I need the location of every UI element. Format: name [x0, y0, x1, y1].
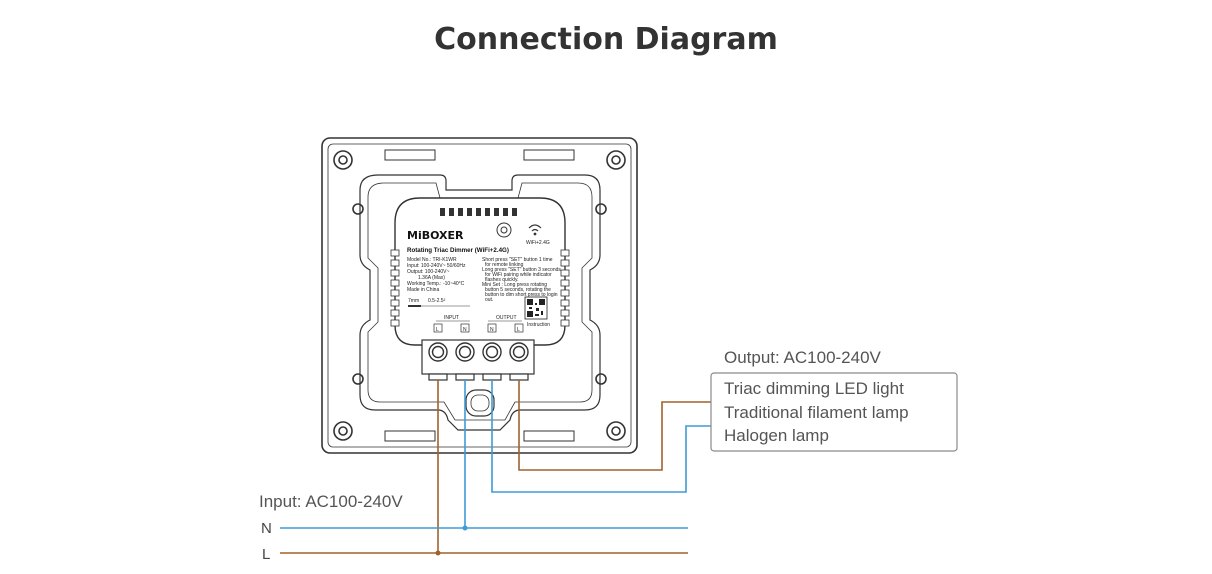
spec-line: Model No.: TRI-K1WR [407, 257, 457, 263]
n-line-label: N [261, 520, 272, 537]
note-line: button 5 seconds, rotating the [485, 287, 551, 293]
mounting-hole-icon [333, 150, 353, 170]
mounting-hole-icon [606, 421, 626, 441]
wire-gauge: 0.5-2.5² [428, 298, 446, 304]
terminal-screw-icon [509, 342, 529, 362]
input-group-label: INPUT [444, 315, 459, 321]
wifi-icon [528, 224, 542, 236]
pairing-icon [496, 222, 512, 238]
spec-line: Input: 100-240V~ 50/60Hz [407, 263, 466, 269]
load-item: Traditional filament lamp [724, 403, 909, 422]
l-line-label: L [262, 546, 270, 563]
page-title: Connection Diagram [434, 22, 778, 57]
terminal-screw-icon [428, 342, 448, 362]
mounting-hole-icon [333, 421, 353, 441]
spec-line: Output: 100-240V~ [407, 269, 449, 275]
spec-line: Made in China [407, 287, 439, 293]
terminal-label: L [436, 327, 439, 333]
dimmer-module: MiBOXER WiFi+2.4G Rotating Triac Dimmer … [390, 197, 570, 346]
terminal-screw-icon [482, 342, 502, 362]
note-line: out. [485, 297, 493, 303]
note-line: button to dim short press to login [485, 292, 558, 298]
qr-code-icon [524, 296, 548, 320]
spec-line: 1.36A (Max) [418, 275, 445, 281]
output-l-wire [518, 380, 712, 471]
product-name: Rotating Triac Dimmer (WiFi+2.4G) [407, 247, 509, 254]
instruction-notes: Short press "SET" button 1 time for remo… [482, 257, 561, 303]
spec-list: Model No.: TRI-K1WR Input: 100-240V~ 50/… [407, 257, 466, 293]
wifi-label: WiFi+2.4G [526, 240, 550, 246]
output-n-wire [491, 380, 712, 493]
terminal-label: N [463, 327, 467, 333]
strip-length: 7mm [408, 298, 419, 304]
note-line: Mini Set : Long press rotating [482, 282, 547, 288]
mounting-hole-icon [606, 150, 626, 170]
load-item: Triac dimming LED light [724, 379, 904, 398]
note-line: Long press "SET" button 3 seconds [482, 267, 561, 273]
input-label: Input: AC100-240V [259, 492, 403, 511]
wiring [280, 380, 712, 556]
spec-line: Working Temp.: -10~40°C [407, 281, 465, 287]
note-line: for WiFi pairing while indicator [485, 272, 552, 278]
output-group-label: OUTPUT [496, 315, 517, 321]
terminal-label: N [490, 327, 494, 333]
terminal-screw-icon [455, 342, 475, 362]
output-label: Output: AC100-240V [724, 348, 882, 367]
dimmer-back-plate [321, 137, 638, 454]
load-box [710, 372, 958, 452]
terminal-label: L [517, 327, 520, 333]
terminal-block [421, 339, 535, 381]
note-line: Short press "SET" button 1 time [482, 257, 553, 263]
load-item: Halogen lamp [724, 426, 829, 445]
instruction-label: Instruction [527, 322, 550, 328]
note-line: flashes quickly. [485, 277, 519, 283]
note-line: for remote linking [485, 262, 524, 268]
brand-logo: MiBOXER [407, 229, 464, 242]
